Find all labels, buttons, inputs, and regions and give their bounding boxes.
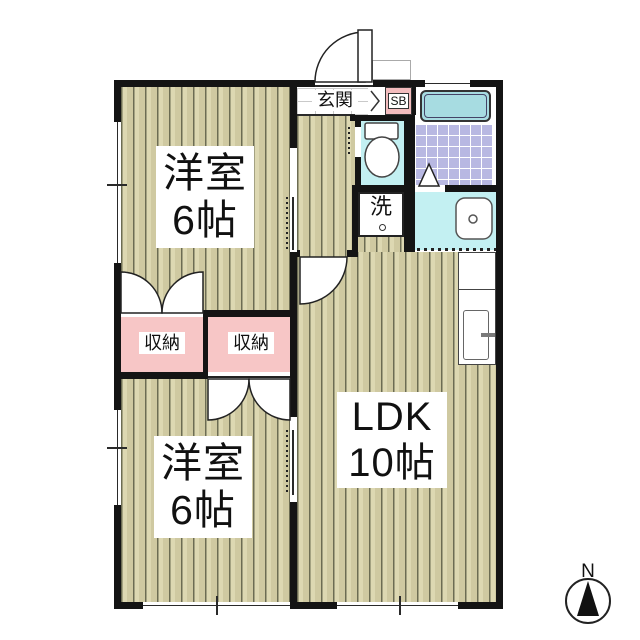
wall-left — [114, 80, 121, 609]
entrance-step-line — [297, 114, 355, 116]
wall-entrance-bottom — [350, 115, 411, 121]
hallway-floor — [297, 115, 355, 252]
room-label-ldk: LDK 10帖 — [337, 392, 447, 488]
entrance-step — [368, 88, 381, 115]
room-size: 6帖 — [172, 197, 238, 243]
room-size: 10帖 — [348, 441, 436, 485]
wall-closet-bottom — [121, 372, 208, 379]
washbasin-room-floor — [415, 192, 496, 250]
door-leaf — [357, 29, 373, 83]
laundry-drain-icon — [379, 224, 386, 231]
shoe-box-label: SB — [388, 92, 409, 110]
wall-top — [114, 80, 503, 87]
wall-toilet-bottom — [352, 185, 404, 192]
sliding-door-panel — [292, 197, 294, 250]
window-left-top-room — [114, 122, 121, 263]
room-label-bedroom-bottom: 洋室 6帖 — [154, 436, 252, 538]
room-name: LDK — [351, 395, 433, 439]
closet-left-label: 収納 — [139, 332, 185, 354]
laundry-label: 洗 — [369, 194, 392, 219]
bathroom-tile-floor — [415, 124, 492, 185]
wall-bottom — [114, 602, 503, 609]
toilet-door-hatch — [348, 127, 350, 157]
wall-bath-toilet-divider — [404, 115, 415, 252]
closet-left-door-sill — [121, 311, 203, 317]
wall-toilet-left-upper — [355, 121, 361, 127]
wall-closet-middle — [203, 310, 208, 379]
toilet-room-floor — [361, 121, 404, 185]
window-tick — [216, 596, 218, 615]
wall-bath-bottom — [445, 185, 496, 192]
closet-right-door-sill — [208, 372, 290, 378]
laundry-pan: 洗 — [358, 192, 404, 237]
window-glass-line — [117, 410, 118, 505]
sliding-door-hatch — [286, 430, 288, 495]
swing-door-icon — [314, 31, 366, 83]
window-glass-line — [425, 83, 470, 84]
window-tick — [399, 596, 401, 615]
kitchen-faucet-icon — [481, 333, 495, 337]
entrance-threshold-line — [315, 85, 373, 87]
window-top-bathroom — [425, 80, 470, 87]
kitchen-counter-divider — [459, 289, 495, 290]
closet-right-label: 収納 — [228, 332, 274, 354]
wall-shoebox-right — [412, 80, 416, 115]
room-name: 洋室 — [161, 439, 245, 486]
sliding-door-hatch — [286, 197, 288, 250]
room-name: 洋室 — [163, 149, 247, 196]
wall-laundry-alcove-left — [352, 192, 358, 257]
kitchen-counter — [458, 252, 496, 365]
shoe-box: SB — [385, 87, 412, 115]
window-tick — [107, 184, 127, 186]
wall-center-vertical — [290, 80, 297, 609]
north-arrow-needle — [577, 581, 599, 616]
bathtub-inner-rim — [424, 94, 487, 118]
entrance-label: 玄関 — [312, 90, 358, 111]
window-glass-line — [117, 122, 118, 263]
room-size: 6帖 — [170, 487, 236, 533]
wall-right — [496, 80, 503, 609]
compass-north-label: N — [581, 561, 595, 582]
wall-toilet-left-lower — [355, 157, 361, 188]
washbasin-room-boundary-dashed — [417, 248, 496, 251]
room-label-bedroom-top: 洋室 6帖 — [156, 146, 254, 248]
window-glass-line — [337, 605, 458, 606]
wall-ldk-door-stub-left — [290, 250, 300, 257]
entrance-porch — [372, 60, 411, 80]
window-tick — [107, 447, 127, 449]
wall-ldk-door-stub-right — [347, 250, 358, 257]
sliding-door-panel — [292, 430, 294, 495]
entrance-door-opening — [315, 80, 373, 87]
wall-closet-top — [203, 310, 290, 317]
kitchen-sink-icon — [463, 310, 489, 360]
bathtub-icon — [420, 90, 491, 122]
window-bottom-ldk — [337, 602, 458, 609]
north-arrow-icon — [565, 578, 611, 624]
window-left-bottom-room — [114, 410, 121, 505]
